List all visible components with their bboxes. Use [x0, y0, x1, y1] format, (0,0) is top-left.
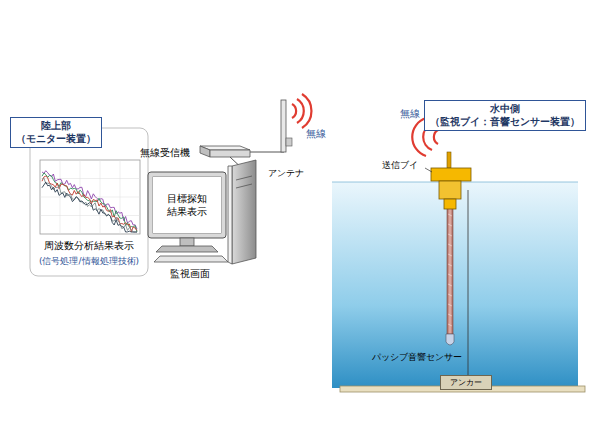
device-label: アンテナ [268, 168, 304, 178]
sensor-cable [447, 208, 453, 334]
part-label: パッシブ音響センサー [372, 352, 462, 362]
device-label: 監視画面 [170, 268, 210, 280]
part-label: 送信ブイ [382, 160, 418, 170]
anchor-box: アンカー [440, 375, 492, 390]
wireless-receiver [200, 146, 250, 157]
monitor-screen: 目標探知結果表示 [153, 177, 221, 233]
graph-frame [30, 128, 148, 276]
node-text: 水中側（監視ブイ：音響センサー装置） [430, 103, 580, 128]
section-heading-box: 陸上部（モニター装置） [10, 117, 102, 148]
node-text: 陸上部（モニター装置） [16, 120, 96, 145]
frequency-graph [40, 160, 140, 234]
passive-acoustic-sensor [446, 334, 454, 345]
node-text: 目標探知結果表示 [167, 192, 207, 218]
signal-label: 無線 [306, 128, 326, 140]
antenna [281, 100, 292, 152]
caption-label: (信号処理/情報処理技術) [39, 256, 139, 266]
water [332, 182, 578, 388]
device-label: 無線受信機 [140, 147, 190, 159]
radio-waves-left [292, 94, 311, 128]
leader-line [425, 168, 432, 172]
caption-label: 周波数分析結果表示 [44, 240, 134, 252]
antenna-cable [246, 150, 284, 152]
section-heading-box: 水中側（監視ブイ：音響センサー装置） [424, 100, 586, 131]
mooring-line [468, 190, 469, 376]
signal-label: 無線 [400, 108, 420, 120]
computer [148, 160, 256, 264]
transmitter-buoy [431, 152, 471, 209]
node-text: アンカー [450, 377, 482, 388]
